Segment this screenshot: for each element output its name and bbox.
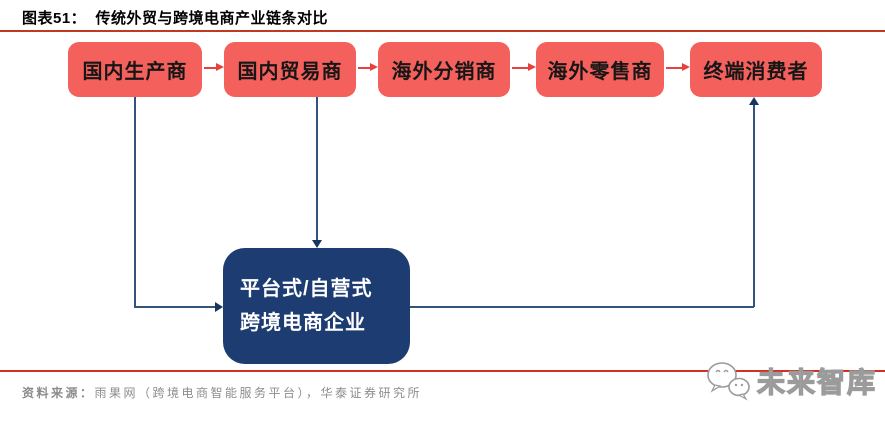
connector-trader-to-platform-vertical: [316, 97, 318, 241]
source-label: 资料来源：: [22, 386, 95, 400]
arrow-head-icon: [216, 63, 224, 71]
arrow-head-icon: [528, 63, 536, 71]
title-underline-rule: [0, 30, 885, 32]
flow-node-label: 海外分销商: [391, 61, 497, 83]
watermark-text: 未来智库: [756, 366, 878, 398]
flow-node-cross-border-platform: 平台式/自营式 跨境电商企业: [223, 248, 410, 364]
arrow-head-up-icon: [749, 97, 759, 105]
flow-node-label: 终端消费者: [703, 61, 809, 83]
flow-arrow-icon: [358, 63, 378, 71]
arrow-head-right-icon: [215, 302, 223, 312]
flow-arrow-icon: [666, 63, 690, 71]
flow-node-domestic-trader: 国内贸易商: [224, 42, 356, 97]
platform-label-line2: 跨境电商企业: [240, 312, 366, 334]
flow-arrow-icon: [512, 63, 536, 71]
flow-node-label: 国内贸易商: [237, 61, 343, 83]
chat-bubbles-icon: [707, 362, 750, 401]
connector-platform-to-consumer-vertical: [753, 105, 755, 307]
flow-node-overseas-retailer: 海外零售商: [536, 42, 664, 97]
platform-label-line1: 平台式/自营式: [240, 278, 373, 300]
source-note: 资料来源：雨果网（跨境电商智能服务平台），华泰证券研究所: [22, 384, 422, 401]
arrow-head-icon: [370, 63, 378, 71]
figure-title: 图表51： 传统外贸与跨境电商产业链条对比: [22, 10, 329, 27]
source-text: 雨果网（跨境电商智能服务平台），华泰证券研究所: [94, 386, 423, 400]
connector-producer-to-platform-horizontal: [134, 306, 215, 308]
connector-producer-to-platform-vertical: [134, 97, 136, 307]
connector-platform-to-consumer-horizontal: [410, 306, 754, 308]
watermark-logo: 未来智库: [705, 358, 877, 404]
bottom-rule: [0, 370, 885, 372]
arrow-head-down-icon: [312, 240, 322, 248]
flow-node-overseas-distributor: 海外分销商: [378, 42, 510, 97]
flow-node-domestic-producer: 国内生产商: [68, 42, 202, 97]
arrow-head-icon: [682, 63, 690, 71]
flow-arrow-icon: [204, 63, 224, 71]
flow-node-end-consumer: 终端消费者: [690, 42, 822, 97]
flow-node-label: 国内生产商: [82, 61, 188, 83]
flow-node-label: 海外零售商: [547, 61, 653, 83]
